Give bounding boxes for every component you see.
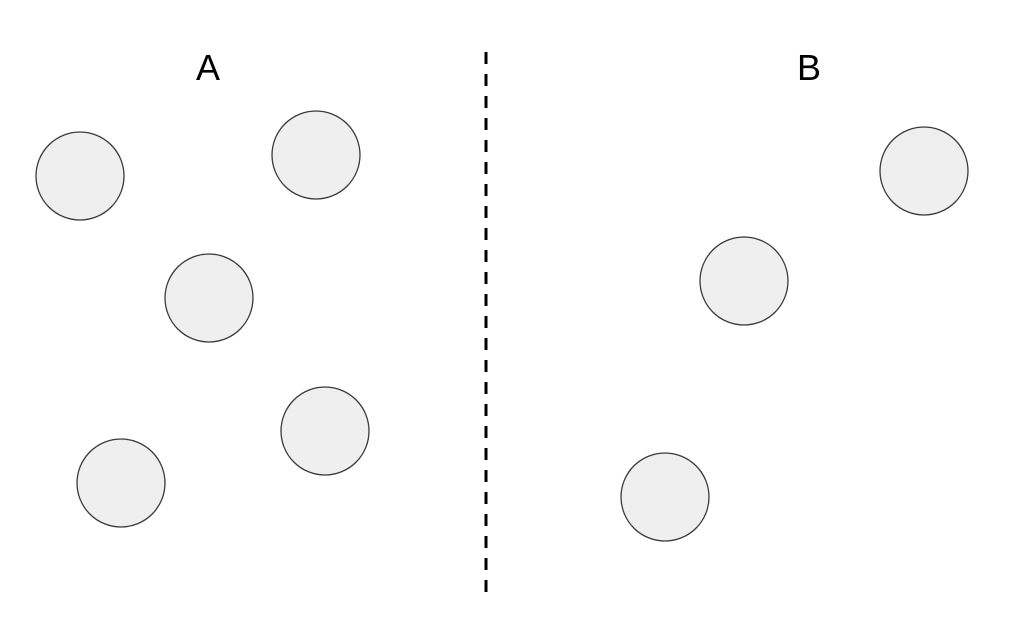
circle	[271, 110, 361, 200]
circle	[699, 236, 789, 326]
circle	[280, 386, 370, 476]
circle	[879, 126, 969, 216]
panel-b-circles	[620, 126, 969, 542]
panel-a-circles	[35, 110, 370, 528]
circle	[620, 452, 710, 542]
circle	[164, 253, 254, 343]
panel-a-label: A	[196, 47, 220, 88]
circle	[76, 438, 166, 528]
circle	[35, 131, 125, 221]
panel-b-label: B	[797, 47, 821, 88]
